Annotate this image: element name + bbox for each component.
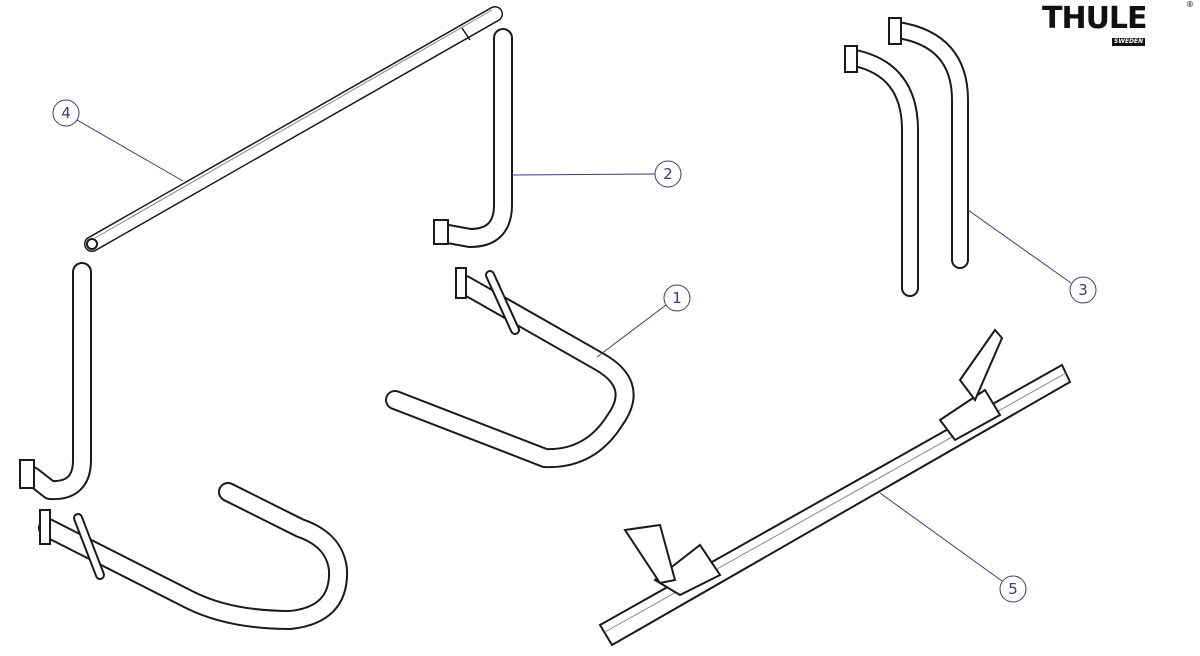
part-4-crossbar <box>84 6 503 252</box>
callout-5: 5 <box>879 492 1027 603</box>
part-2-upright <box>433 28 513 248</box>
callout-2: 2 <box>511 160 682 188</box>
thule-logo: THULE <box>1042 1 1148 36</box>
callout-1-label: 1 <box>672 289 682 307</box>
callout-5-label: 5 <box>1008 580 1018 598</box>
callout-3-label: 3 <box>1078 281 1088 299</box>
callout-2-label: 2 <box>663 165 673 183</box>
part-5-rail <box>598 328 1072 647</box>
left-upright <box>19 262 92 501</box>
callout-4: 4 <box>52 99 184 182</box>
left-frame <box>38 482 349 630</box>
registered-mark: ® <box>1186 0 1194 9</box>
callout-4-label: 4 <box>61 104 71 122</box>
part-3-uprights <box>844 17 969 297</box>
callout-3: 3 <box>967 209 1097 304</box>
part-1-frame <box>385 267 635 469</box>
thule-logo-sub: SWEDEN <box>1112 38 1146 46</box>
callout-1: 1 <box>596 284 691 358</box>
